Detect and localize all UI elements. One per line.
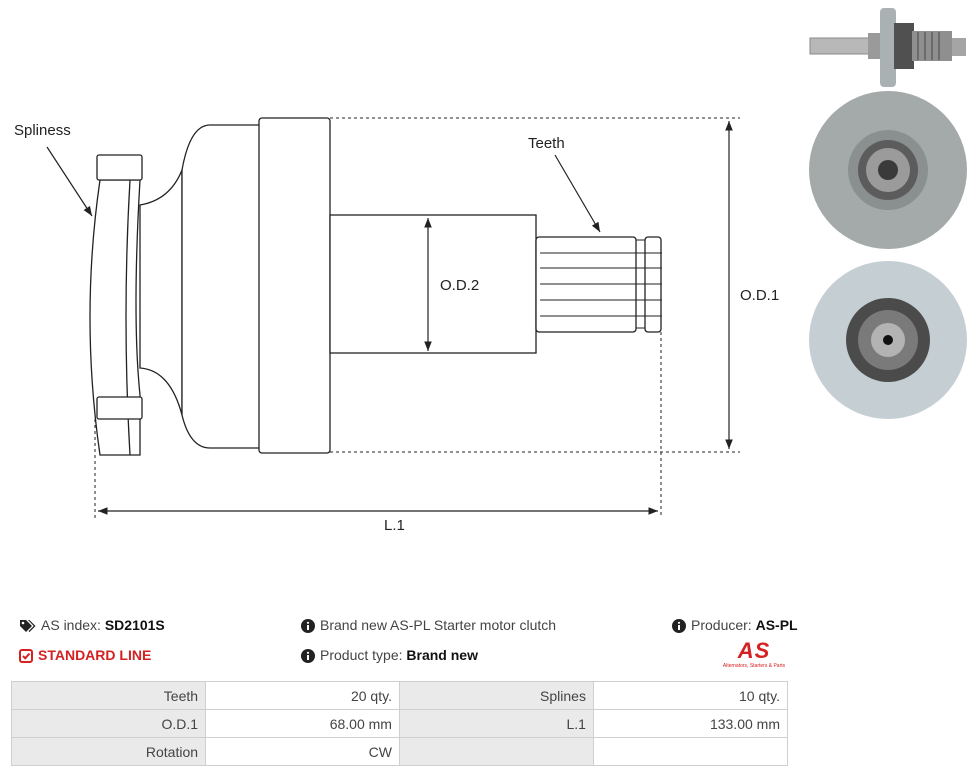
od1-label: O.D.1 [740, 287, 779, 304]
flange-tab-bottom [96, 396, 143, 420]
producer-label: Producer: [691, 617, 752, 633]
product-type-label: Product type: [320, 647, 403, 663]
flange-tab-top [96, 154, 143, 181]
spec-value: CW [205, 737, 400, 766]
logo-tagline: Alternators, Starters & Parts [722, 663, 786, 669]
spec-value: 20 qty. [205, 681, 400, 710]
product-description: Brand new AS-PL Starter motor clutch [301, 617, 557, 634]
housing-neck [139, 169, 183, 416]
spec-label: O.D.1 [10, 709, 207, 738]
product-photo-back [809, 261, 967, 419]
spec-label: Rotation [10, 737, 207, 766]
spec-label [398, 737, 594, 766]
spec-value: 68.00 mm [205, 709, 400, 738]
splines-leader [46, 146, 93, 217]
as-index: AS index: SD2101S [19, 617, 165, 633]
clutch-housing [181, 124, 261, 449]
spec-label: Teeth [10, 681, 207, 710]
pinion-teeth-lines [540, 239, 662, 329]
producer: Producer: AS-PL [672, 617, 798, 634]
product-type-value: Brand new [406, 647, 478, 663]
flange-inner [125, 179, 131, 456]
spec-label: Splines [398, 681, 594, 710]
teeth-label: Teeth [528, 135, 565, 152]
product-photo-front [809, 91, 967, 249]
as-index-label: AS index: [41, 617, 101, 633]
producer-value: AS-PL [755, 617, 798, 633]
clutch-cover [258, 117, 331, 454]
splines-label: Spliness [14, 122, 71, 139]
tags-icon [20, 620, 36, 633]
info-icon [301, 619, 315, 634]
standard-line-label: STANDARD LINE [38, 647, 152, 663]
product-type: Product type: Brand new [301, 647, 478, 664]
description-text: Brand new AS-PL Starter motor clutch [320, 617, 557, 633]
spec-value: 10 qty. [592, 681, 789, 710]
standard-line-badge: STANDARD LINE [19, 647, 152, 664]
technical-drawing: Spliness Teeth O.D.2 O.D.1 L.1 [14, 117, 779, 534]
as-index-value: SD2101S [104, 617, 165, 633]
l1-label: L.1 [384, 517, 405, 534]
spec-label: L.1 [398, 709, 594, 738]
spec-value [592, 737, 789, 766]
od2-label: O.D.2 [440, 277, 479, 294]
as-pl-logo: AS Alternators, Starters & Parts [716, 640, 792, 672]
check-square-icon [19, 649, 33, 664]
info-icon [672, 619, 686, 634]
product-photo-side [809, 8, 966, 87]
logo-mark: AS [737, 638, 771, 663]
spec-value: 133.00 mm [592, 709, 789, 738]
shaft-body [329, 214, 537, 354]
teeth-leader [554, 154, 601, 233]
info-icon [301, 649, 315, 664]
